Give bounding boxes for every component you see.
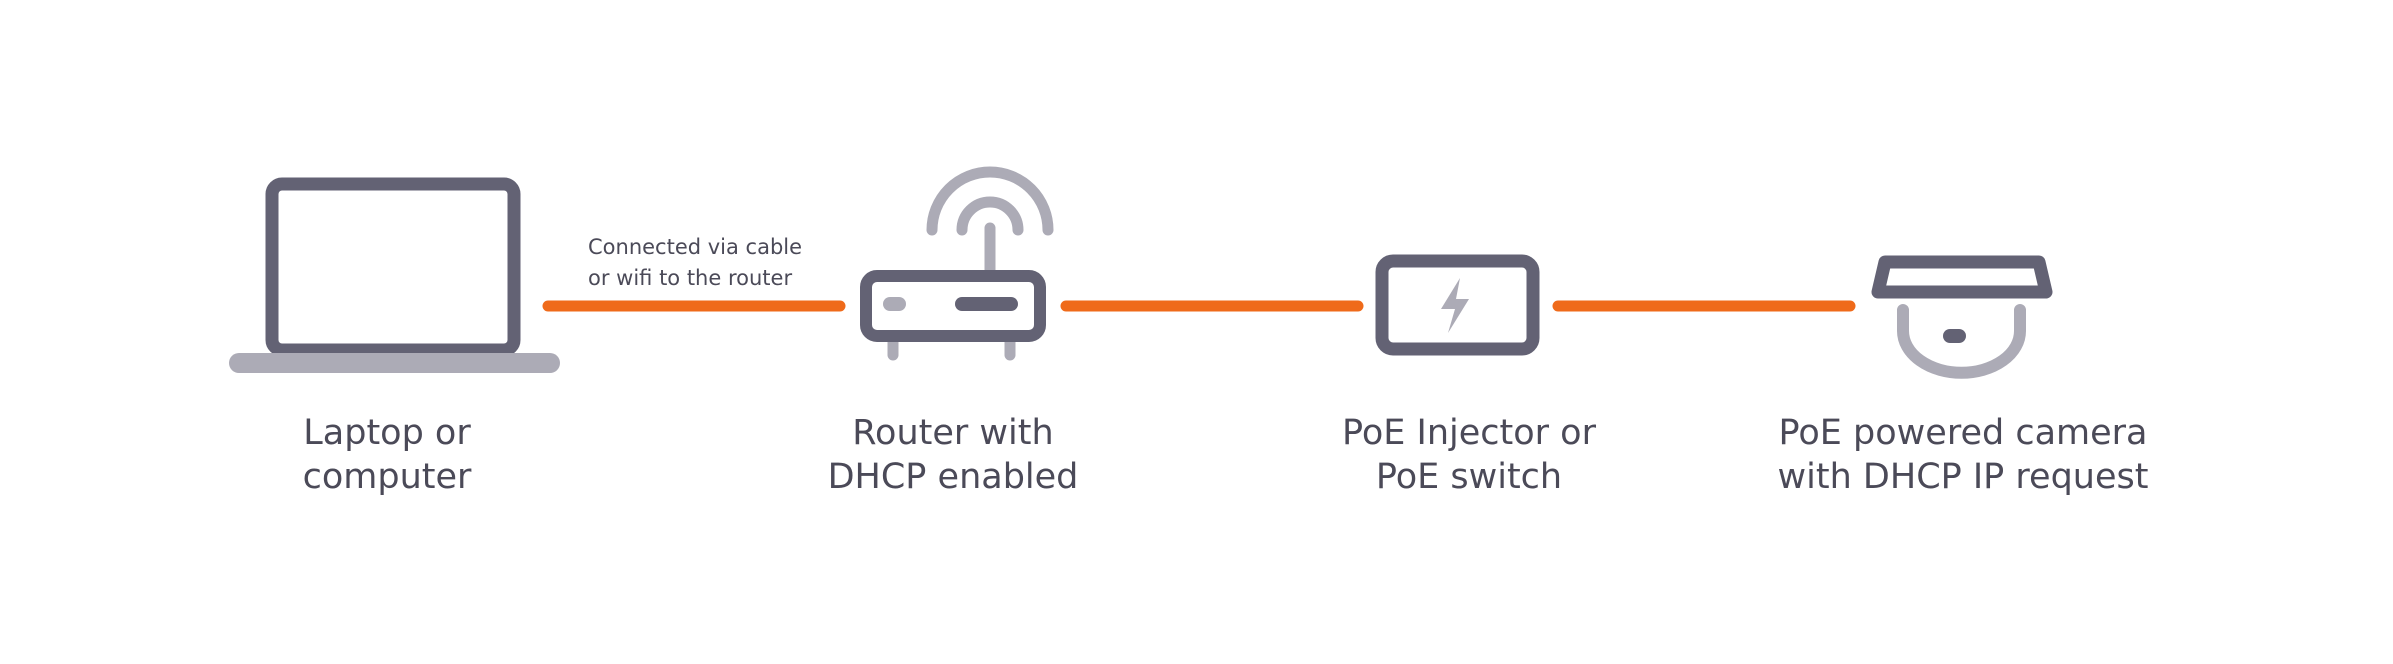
node-label-line: PoE switch	[1375, 457, 1563, 497]
node-label-line: Router with	[852, 413, 1054, 453]
node-label-laptop: Laptop or computer	[303, 411, 472, 499]
node-label-line: Laptop or	[303, 413, 471, 453]
connection-note-laptop-router: Connected via cable or wifi to the route…	[588, 232, 802, 294]
node-label-poe-injector: PoE Injector or PoE switch	[1342, 411, 1596, 499]
node-label-line: DHCP enabled	[827, 457, 1079, 497]
dome-camera-icon	[1871, 255, 2053, 379]
laptop-icon	[229, 177, 560, 373]
node-label-line: PoE powered camera	[1778, 413, 2148, 453]
node-label-line: with DHCP IP request	[1777, 457, 2149, 497]
node-label-camera: PoE powered camera with DHCP IP request	[1778, 411, 2149, 499]
connection-note-line: Connected via cable	[588, 235, 803, 259]
node-label-line: PoE Injector or	[1342, 413, 1596, 453]
connection-note-line: or wifi to the router	[588, 266, 793, 290]
node-label-line: computer	[302, 457, 472, 497]
router-icon	[860, 166, 1054, 361]
node-label-router: Router with DHCP enabled	[828, 411, 1079, 499]
poe-injector-icon	[1375, 254, 1540, 356]
